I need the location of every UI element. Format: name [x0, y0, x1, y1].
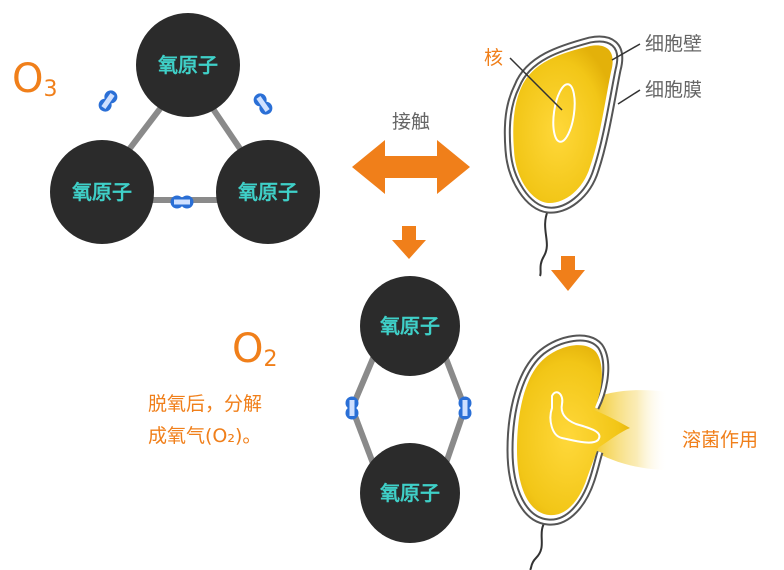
ozone-atom-left-label: 氧原子 — [71, 180, 132, 204]
oxygen-atom-bottom — [360, 443, 460, 543]
oxygen-atom-bottom-label: 氧原子 — [379, 481, 440, 505]
ozone-atom-right-label: 氧原子 — [237, 180, 298, 204]
sterilization-label: 溶菌作用 — [682, 429, 758, 451]
contact-label: 接触 — [392, 111, 430, 133]
down-arrow-right — [551, 256, 585, 291]
oxygen-note-line2: 成氧气(O₂)。 — [148, 425, 261, 447]
damaged-nucleus — [549, 391, 601, 444]
bacterium-lysed — [506, 334, 668, 570]
oxygen-molecule: 氧原子 氧原子 — [345, 276, 472, 543]
ozone-atom-right — [216, 140, 320, 244]
oxygen-bond-marker-right — [458, 396, 472, 420]
cell-membrane-leader-line — [617, 89, 641, 105]
lysed-flagellum — [529, 519, 547, 570]
ozone-atom-top-label: 氧原子 — [157, 53, 218, 77]
oxygen-bond-marker-left — [345, 396, 359, 420]
cell-wall-label: 细胞壁 — [645, 33, 702, 55]
nucleus-label: 核 — [484, 47, 503, 69]
cell-membrane-label: 细胞膜 — [645, 79, 702, 101]
ozone-atom-top — [136, 13, 240, 117]
lysed-cytoplasm — [517, 345, 630, 516]
ozone-bond-marker-left — [96, 87, 120, 115]
contact-double-arrow — [352, 140, 470, 194]
ozone-atom-left — [50, 140, 154, 244]
oxygen-note-line1: 脱氧后，分解 — [148, 393, 262, 415]
oxygen-formula: O2 — [232, 326, 277, 372]
bacterium-cytoplasm — [513, 45, 613, 204]
bacterium-flagellum — [539, 209, 549, 277]
bacterium-nucleus — [552, 83, 576, 143]
down-arrow-left — [392, 226, 426, 259]
oxygen-atom-top — [360, 276, 460, 376]
oxygen-atom-top-label: 氧原子 — [379, 314, 440, 338]
nucleus-leader-line — [509, 57, 563, 111]
cell-wall-leader-line — [611, 43, 641, 61]
bacterium-intact — [503, 35, 641, 277]
ozone-bond-marker-right — [251, 90, 275, 118]
ozone-formula: O3 — [12, 56, 57, 102]
ozone-molecule: 氧原子 氧原子 氧原子 — [50, 13, 320, 244]
leaking-contents — [590, 390, 668, 470]
